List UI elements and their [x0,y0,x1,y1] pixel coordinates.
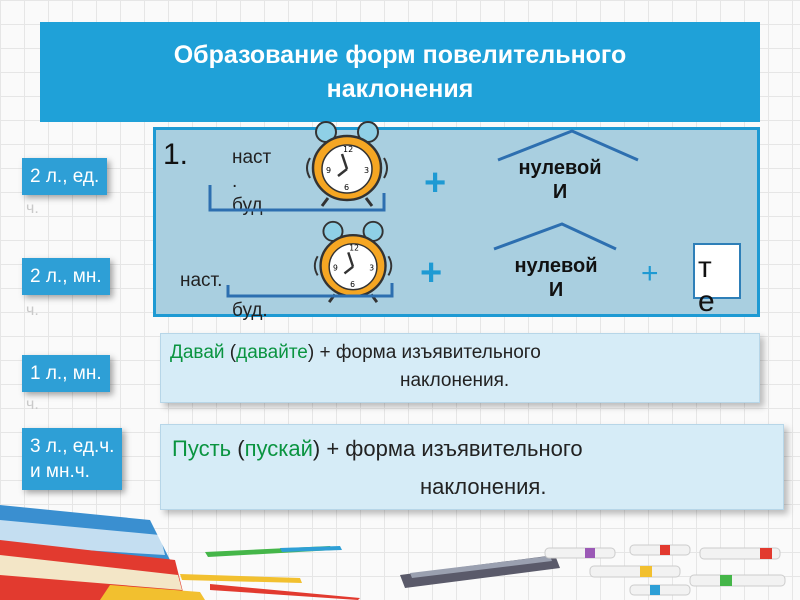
svg-text:6: 6 [350,280,355,289]
suffix-te: т е [698,251,715,318]
alarm-clock-icon: 12 3 6 9 [306,121,388,207]
zero-ending-2: нулевой И [514,255,598,301]
bracket-icon [208,193,386,212]
alarm-clock-icon-2: 12 3 6 9 [313,220,393,303]
label-ghost-2: ч. [26,302,39,319]
title-line-1: Образование форм повелительного [173,41,627,69]
svg-text:9: 9 [333,264,338,273]
cap-arc-icon-2 [493,222,617,251]
suffix-box [693,243,741,299]
label-2-pl: 2 л., мн. [22,258,110,295]
rule1-line2: наклонения. [400,370,510,391]
step-number: 1. [163,138,189,171]
plus-sign-1: + [424,162,447,204]
cap-arc-icon [497,129,639,162]
bracket-icon-3 [226,283,394,298]
label-1-pl: 1 л., мн. [22,355,110,392]
row2-present-text: наст. [180,270,223,291]
row2-future-text: буд. [232,300,268,321]
svg-text:3: 3 [369,264,374,273]
svg-text:9: 9 [326,166,331,175]
rule2-line2: наклонения. [420,474,547,499]
plus-sign-3: + [641,257,659,290]
title-banner: Образование форм повелительного наклонен… [40,22,760,122]
label-ghost-3: ч. [26,396,39,413]
svg-text:3: 3 [364,166,369,175]
rule1-line1: Давай (давайте) + форма изъявительного [170,342,541,363]
ruler-icon [400,555,560,588]
rule-box-pust [160,424,784,510]
formula-box [153,127,760,317]
label-2-sg: 2 л., ед. [22,158,108,195]
title-line-2: наклонения [326,75,474,103]
label-ghost-1: ч. [26,200,39,217]
svg-text:6: 6 [344,183,349,192]
pencils-icon [180,546,360,600]
svg-text:12: 12 [343,145,353,154]
svg-text:12: 12 [349,243,359,252]
plus-sign-2: + [420,252,443,294]
books-icon [0,505,205,600]
markers-icon [544,544,786,596]
rule-box-davai [160,333,760,403]
rule2-line1: Пусть (пускай) + форма изъявительного [172,436,583,461]
label-3-sg-pl: 3 л., ед.ч. и мн.ч. [22,428,123,490]
zero-ending-1: нулевой И [518,157,602,203]
